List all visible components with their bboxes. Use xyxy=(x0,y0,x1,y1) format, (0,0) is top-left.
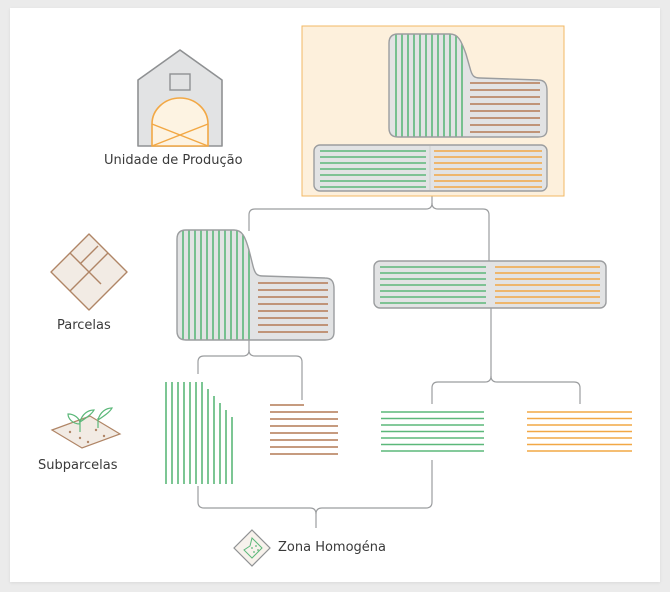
parcel-l-shape xyxy=(176,229,335,341)
barn-icon xyxy=(137,49,223,147)
connector-unit-to-parcel-1 xyxy=(248,196,433,231)
connector-parcel-2-to-sub-4 xyxy=(490,375,581,404)
seedlings-soil-icon xyxy=(50,407,122,449)
parcels-tiles-icon xyxy=(50,233,128,311)
unit-parcel-rect xyxy=(313,144,548,192)
connector-unit-to-parcel-2 xyxy=(431,202,490,262)
connector-parcel-2-to-sub-3 xyxy=(431,308,492,404)
hierarchy-connectors xyxy=(197,196,581,528)
connector-sub-to-zone-left xyxy=(197,486,317,528)
subparcel-green-horizontal xyxy=(381,411,484,452)
connector-parcel-1-to-sub-1 xyxy=(197,340,250,374)
subparcel-green-vertical xyxy=(165,382,233,484)
connector-parcel-1-to-sub-2 xyxy=(248,349,303,400)
label-production-unit: Unidade de Produção xyxy=(104,153,243,168)
unit-parcel-l-shape xyxy=(388,33,548,138)
label-homogeneous-zone: Zona Homogéna xyxy=(278,540,386,555)
label-parcels: Parcelas xyxy=(57,318,111,333)
homogeneous-zone-icon xyxy=(233,529,271,567)
label-subparcels: Subparcelas xyxy=(38,458,118,473)
subparcel-brown xyxy=(270,404,338,455)
subparcel-orange xyxy=(527,411,632,452)
parcel-rect xyxy=(373,260,607,309)
connector-sub-to-zone-right xyxy=(315,460,433,515)
